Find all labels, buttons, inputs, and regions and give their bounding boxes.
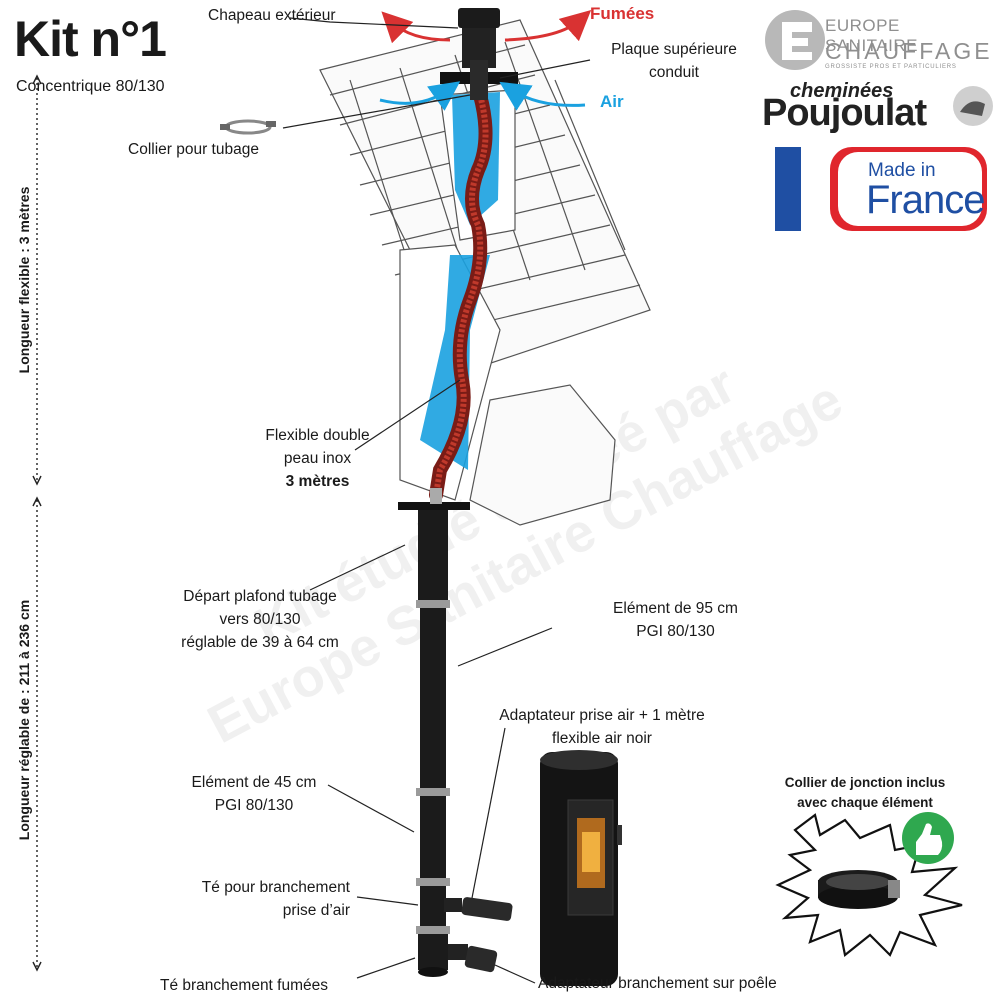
poujoulat-logo: cheminées Poujoulat — [762, 80, 927, 134]
label-element-95: Elément de 95 cm PGI 80/130 — [613, 600, 738, 640]
label-adaptateur-air: Adaptateur prise air + 1 mètre flexible … — [499, 707, 705, 747]
made-in-text: Made in — [868, 160, 936, 181]
europe-sanitaire-logo-mark — [765, 10, 825, 70]
flexible-liner-rings — [433, 94, 489, 496]
label-te-air: Té pour branchement prise d’air — [201, 879, 350, 919]
page-title: Kit n°1 — [14, 11, 167, 67]
junction-collar-1 — [416, 600, 450, 608]
air-adapter — [461, 897, 513, 921]
junction-collar-callout — [775, 812, 963, 957]
pellet-stove — [540, 750, 622, 986]
label-depart-plafond: Départ plafond tubage vers 80/130 réglab… — [181, 588, 339, 651]
ceiling-plate — [398, 502, 470, 510]
fumees-arrow-right — [504, 9, 592, 42]
leader-lines — [282, 17, 591, 984]
label-flexible: Flexible double peau inox 3 mètres — [265, 427, 370, 490]
label-air: Air — [600, 92, 624, 111]
depart-plafond-pipe — [418, 510, 448, 600]
fumees-arrow-left — [381, 11, 451, 44]
stove-adapter — [464, 945, 498, 973]
air-arrow-left — [379, 81, 461, 111]
callout-text: Collier de jonction inclus avec chaque é… — [784, 775, 946, 810]
element-45-pipe — [420, 796, 446, 878]
te-air-branch — [444, 898, 462, 912]
te-fumees-body — [418, 934, 448, 970]
ceiling-collar — [430, 488, 442, 504]
air-arrow-right — [499, 81, 586, 111]
label-fumees: Fumées — [590, 4, 655, 23]
junction-collar-2 — [416, 788, 450, 796]
element-95-pipe — [420, 608, 446, 788]
junction-collar-3 — [416, 878, 450, 886]
europe-sanitaire-logo: EUROPE SANITAIRE CHAUFFAGE GROSSISTE PRO… — [825, 16, 993, 70]
page-subtitle: Concentrique 80/130 — [16, 78, 165, 95]
tubage-collar-icon — [220, 119, 276, 135]
label-adaptateur-poele: Adaptateur branchement sur poêle — [538, 975, 777, 992]
label-collier-tubage: Collier pour tubage — [128, 141, 259, 158]
te-air-body — [420, 886, 446, 926]
france-text: France — [866, 178, 985, 222]
dimension-adjustable-length: Longueur réglable de : 211 à 236 cm — [16, 599, 32, 841]
label-chapeau: Chapeau extérieur — [208, 7, 336, 24]
label-te-fumees: Té branchement fumées — [160, 977, 329, 994]
chimney-cap — [440, 8, 518, 100]
label-element-45: Elément de 45 cm PGI 80/130 — [191, 774, 317, 814]
dimension-flexible-length: Longueur flexible : 3 mètres — [16, 186, 32, 374]
made-in-france-logo — [775, 147, 987, 231]
label-plaque: Plaque supérieure conduit — [611, 41, 737, 81]
